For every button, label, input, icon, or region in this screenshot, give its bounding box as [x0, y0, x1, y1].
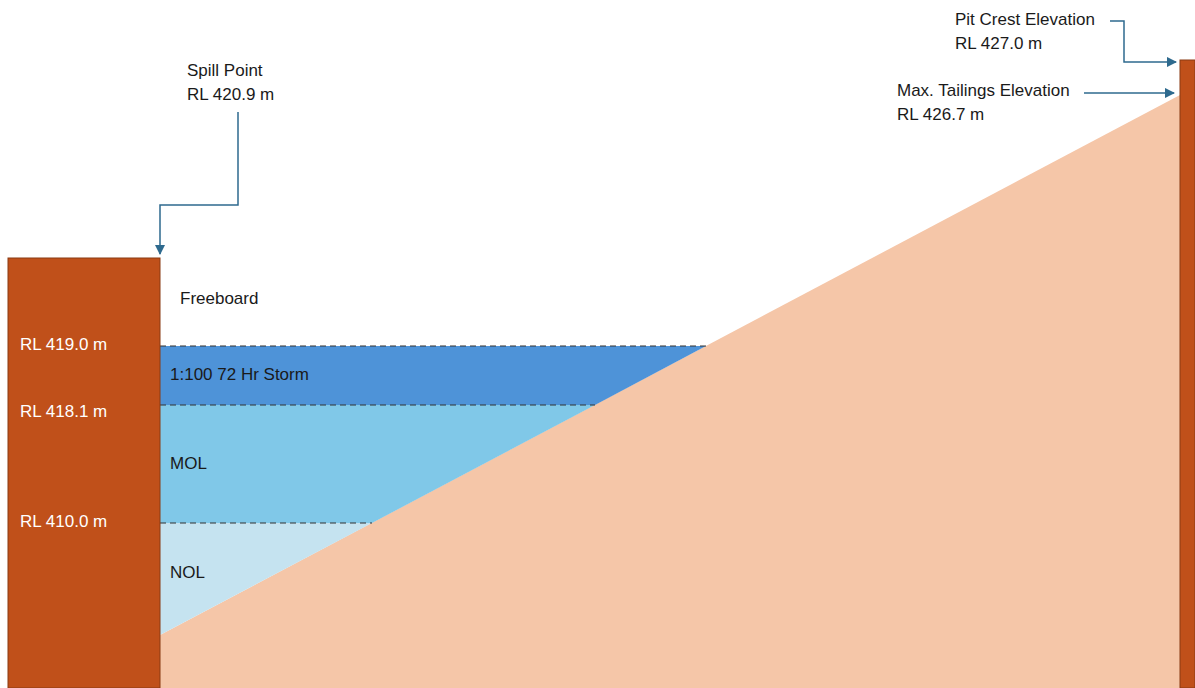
nol-band: NOL — [160, 523, 310, 623]
callout-label: Max. Tailings Elevation — [897, 81, 1070, 101]
elevation-value: RL 420.9 m — [187, 85, 274, 105]
pit-wall-right — [1180, 60, 1195, 688]
zone-label: Freeboard — [180, 289, 258, 309]
callout-label: Spill Point — [187, 61, 263, 81]
tailings-slope — [160, 95, 1180, 688]
band-label: 1:100 72 Hr Storm — [170, 365, 590, 385]
mol-band — [160, 405, 595, 523]
nol-band — [160, 523, 372, 635]
elevation-value: RL 426.7 m — [897, 105, 984, 125]
elevation-value: RL 427.0 m — [955, 34, 1042, 54]
elevation-value: RL 418.1 m — [20, 402, 107, 422]
pit-wall-left — [8, 258, 160, 688]
storm-band — [160, 346, 706, 405]
elevation-value: RL 419.0 m — [20, 335, 107, 355]
leader-lines — [160, 21, 1176, 254]
level-lines — [160, 346, 706, 523]
mol-band: MOL — [160, 405, 360, 523]
storm-band: 1:100 72 Hr Storm — [160, 346, 590, 405]
callout-label: Pit Crest Elevation — [955, 10, 1095, 30]
band-label: MOL — [170, 454, 360, 474]
elevation-value: RL 410.0 m — [20, 512, 107, 532]
band-label: NOL — [170, 563, 310, 583]
